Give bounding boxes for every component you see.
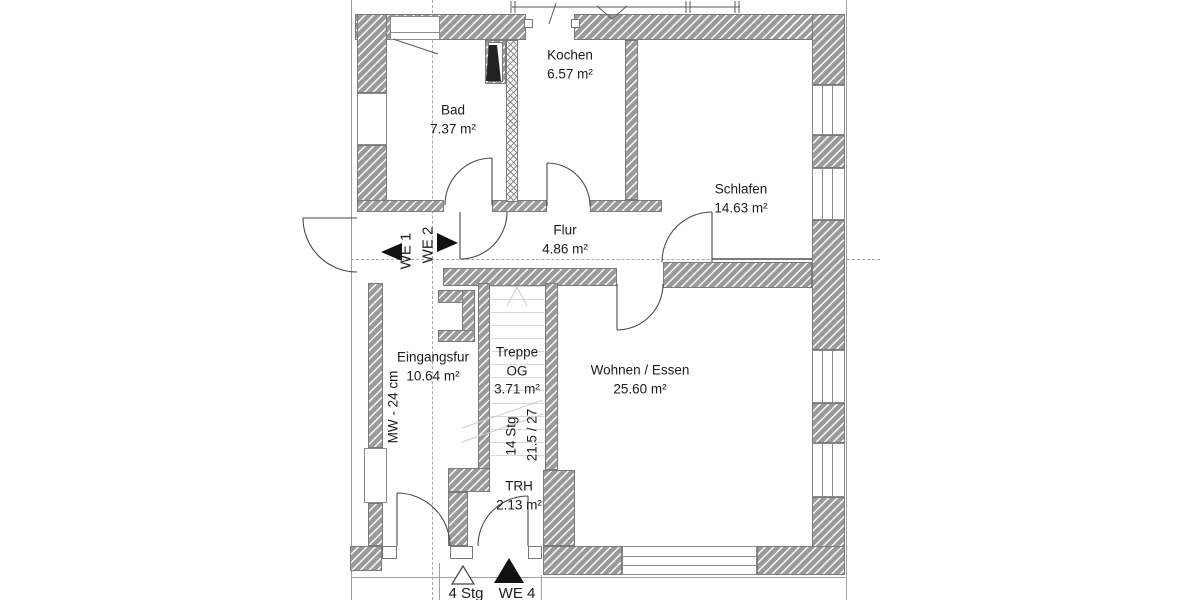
eingangsflur-window [364, 448, 387, 503]
room-area: 14.63 m² [714, 200, 768, 215]
room-name: TRH [505, 478, 533, 494]
shaft-inner [488, 42, 503, 82]
flur-north-wall-1 [357, 200, 444, 212]
bottom-tick-left [439, 563, 440, 600]
trh-jog-wall [448, 468, 490, 492]
wall-bottom-mid [543, 546, 622, 575]
bottom-jamb-1 [382, 546, 397, 559]
stair-steps-note: 14 Stg [503, 416, 519, 456]
bottom-jamb-3 [528, 546, 542, 559]
wall-left-lower-1 [368, 283, 383, 448]
room-label-treppe: Treppe OG 3.71 m² [494, 343, 540, 399]
room-area: 10.64 m² [406, 368, 460, 383]
flur-north-wall-3 [590, 200, 662, 212]
kochen-door-jamb-left [524, 19, 533, 28]
center-axis-line [432, 0, 433, 600]
wall-thickness-note: MW - 24 cm [385, 370, 401, 444]
tick-pair-3 [734, 1, 740, 13]
room-label-kochen: Kochen 6.57 m² [547, 47, 593, 84]
wall-bottom-right [757, 546, 845, 575]
room-area: 25.60 m² [613, 381, 667, 396]
we4-arrow-icon [494, 558, 524, 583]
schlafen-window-2 [812, 168, 845, 220]
flur-door-arc [459, 211, 508, 260]
door-swing-slash [548, 2, 557, 25]
bad-kochen-wall [506, 40, 518, 202]
room-name: Eingangsfur [396, 349, 470, 365]
room-name: Treppe [495, 344, 539, 360]
stair-dims-note: 21.5 / 27 [524, 408, 540, 462]
room-name: Schlafen [714, 181, 768, 197]
wohnen-west-wall-lower [543, 470, 575, 546]
wall-left-upper-2 [357, 145, 387, 205]
wall-right-2 [812, 135, 845, 168]
wall-left-upper-1 [357, 14, 387, 93]
room-name: Flur [553, 222, 577, 238]
bad-window [357, 93, 387, 145]
room-area: 7.37 m² [430, 121, 476, 136]
kochen-door-jamb-right [571, 19, 580, 28]
tick-pair-1 [510, 1, 516, 13]
kochen-schlafen-wall [625, 40, 638, 200]
entrance-door-arc [302, 217, 358, 273]
top-wall-niche [390, 16, 440, 40]
schlafen-door-arc [661, 211, 713, 263]
wohnen-window-south [622, 546, 757, 575]
wall-right-3 [812, 220, 845, 350]
room-area: 2.13 m² [496, 497, 542, 512]
lower-stairs-label: 4 Stg [448, 585, 484, 600]
room-label-flur: Flur 4.86 m² [542, 222, 588, 259]
lower-stairs-arrow-icon [450, 564, 476, 585]
wohnen-window-2 [812, 443, 845, 497]
room-name: Wohnen / Essen [590, 362, 690, 378]
unit-label-we1: WE 1 [397, 232, 415, 270]
wall-left-lower-2 [368, 503, 383, 546]
kochen-door-arc [546, 162, 591, 207]
right-boundary-line [846, 0, 847, 600]
room-area: 6.57 m² [547, 66, 593, 81]
flur-south-wall [443, 268, 617, 286]
room-label-bad: Bad 7.37 m² [430, 102, 476, 139]
bad-door-arc [444, 157, 493, 206]
room-label-trh: TRH 2.13 m² [496, 478, 542, 515]
rear-door-arc [396, 492, 451, 547]
room-name: Kochen [547, 47, 593, 63]
room-label-wohnen: Wohnen / Essen 25.60 m² [591, 362, 690, 399]
bottom-jamb-2 [450, 546, 473, 559]
wall-right-1 [812, 14, 845, 85]
wohnen-window-1 [812, 350, 845, 403]
we2-arrow-icon [437, 233, 458, 252]
room-label-eingangsflur: Eingangsfur 10.64 m² [397, 349, 469, 386]
niche-inner-line [391, 32, 439, 33]
unit-label-we2: WE 2 [419, 226, 437, 264]
trh-west-wall [448, 492, 468, 546]
wall-bottom-left [350, 546, 382, 571]
bottom-boundary-line [351, 577, 846, 578]
wohnen-door-arc [616, 283, 664, 331]
wohnen-north-wall [663, 262, 812, 288]
left-boundary-line [351, 0, 352, 600]
bottom-tick-mid [541, 575, 542, 600]
room-floor: OG [506, 362, 528, 378]
schlafen-window-1 [812, 85, 845, 135]
room-label-schlafen: Schlafen 14.63 m² [714, 181, 767, 218]
tick-pair-2 [685, 1, 691, 13]
room-area: 3.71 m² [494, 381, 540, 397]
wall-right-4 [812, 403, 845, 443]
wall-top-right [574, 14, 845, 40]
nische-wall-bottom [438, 330, 475, 342]
room-name: Bad [440, 102, 466, 118]
flur-north-wall-2 [492, 200, 547, 212]
stair-east-wall [545, 283, 558, 470]
room-area: 4.86 m² [542, 241, 588, 256]
unit-separation-line [351, 259, 880, 260]
stair-west-wall [478, 283, 490, 473]
unit-label-we4: WE 4 [498, 585, 536, 600]
